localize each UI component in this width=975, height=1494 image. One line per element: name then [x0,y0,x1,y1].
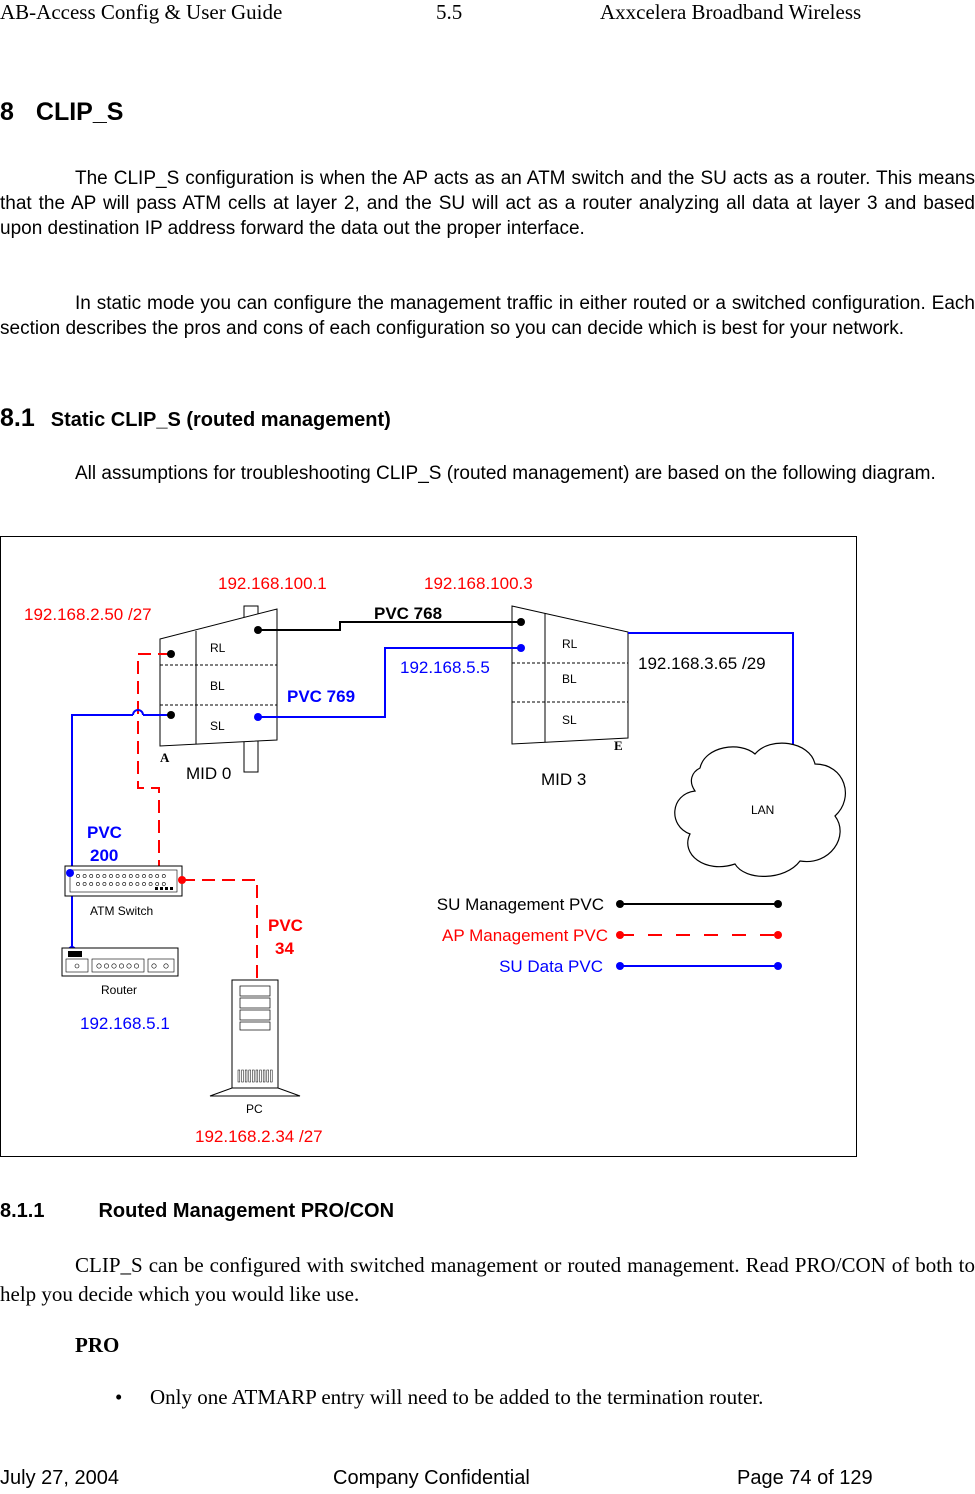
intro-paragraph-1: The CLIP_S configuration is when the AP … [0,168,975,239]
ap-sl-label: SL [210,719,225,733]
legend-ap-management: AP Management PVC [442,926,608,945]
subsubsection-number: 8.1.1 [0,1200,45,1222]
header-version: 5.5 [436,0,463,24]
mid3-label: MID 3 [541,770,586,789]
lan-cloud: LAN [674,742,846,877]
bullet-icon: • [115,1385,123,1409]
legend: SU Management PVC AP Management PVC SU D… [437,895,782,976]
pvc-34-line1: PVC [268,916,303,935]
router-label: Router [101,983,137,997]
pvc-768-label: PVC 768 [374,604,442,623]
ip-su-data: 192.168.5.5 [400,658,490,677]
pc-label: PC [246,1102,263,1116]
su-label-e: E [614,738,623,753]
atm-switch: ATM Switch [64,865,183,918]
subsection-title: Static CLIP_S (routed management) [50,409,391,431]
intro-paragraph-2: In static mode you can configure the man… [0,293,975,339]
pvc-769-label: PVC 769 [287,687,355,706]
subsubsection-heading: 8.1.1 Routed Management PRO/CON [0,1200,394,1223]
legend-su-management: SU Management PVC [437,895,604,914]
su-device: RL BL SL E MID 3 [511,605,629,789]
ip-su-lan: 192.168.3.65 /29 [638,654,766,673]
subsection-number: 8.1 [0,404,35,432]
header-doc-title: AB-Access Config & User Guide [0,0,283,24]
network-diagram: 192.168.100.1 192.168.100.3 192.168.2.50… [0,536,857,1157]
ip-pc: 192.168.2.34 /27 [195,1127,323,1146]
footer-confidential: Company Confidential [333,1467,530,1489]
mid0-label: MID 0 [186,764,231,783]
atm-switch-label: ATM Switch [90,904,153,918]
router: Router [61,947,179,997]
pro-list-item: •Only one ATMARP entry will need to be a… [115,1385,764,1409]
ap-label-a: A [160,750,170,765]
section-number: 8 [0,98,14,126]
ip-ap-mgmt: 192.168.2.50 /27 [24,605,152,624]
su-sl-label: SL [562,713,577,727]
su-bl-label: BL [562,672,577,686]
footer-date: July 27, 2004 [0,1467,119,1489]
pro-heading: PRO [75,1333,120,1357]
ip-ap: 192.168.100.1 [218,574,327,593]
ap-bl-label: BL [210,679,225,693]
ip-su: 192.168.100.3 [424,574,533,593]
legend-su-data: SU Data PVC [499,957,603,976]
ap-device: RL BL SL A MID 0 [159,605,278,783]
pvc-200-line1: PVC [87,823,122,842]
procon-paragraph: CLIP_S can be configured with switched m… [0,1253,975,1306]
header-company: Axxcelera Broadband Wireless [600,0,862,24]
footer-page-number: Page 74 of 129 [737,1467,873,1489]
subsection-heading: 8.1 Static CLIP_S (routed management) [0,404,391,433]
lan-label: LAN [751,803,774,817]
section-heading: 8 CLIP_S [0,98,123,127]
pvc-34-line2: 34 [275,939,294,958]
su-rl-label: RL [562,637,578,651]
ap-rl-label: RL [210,641,226,655]
subsubsection-title: Routed Management PRO/CON [98,1200,395,1222]
subsection-paragraph: All assumptions for troubleshooting CLIP… [75,463,936,484]
pc-tower: PC [209,979,301,1116]
pvc-200-line2: 200 [90,846,118,865]
ip-router: 192.168.5.1 [80,1014,170,1033]
section-title: CLIP_S [35,98,124,126]
